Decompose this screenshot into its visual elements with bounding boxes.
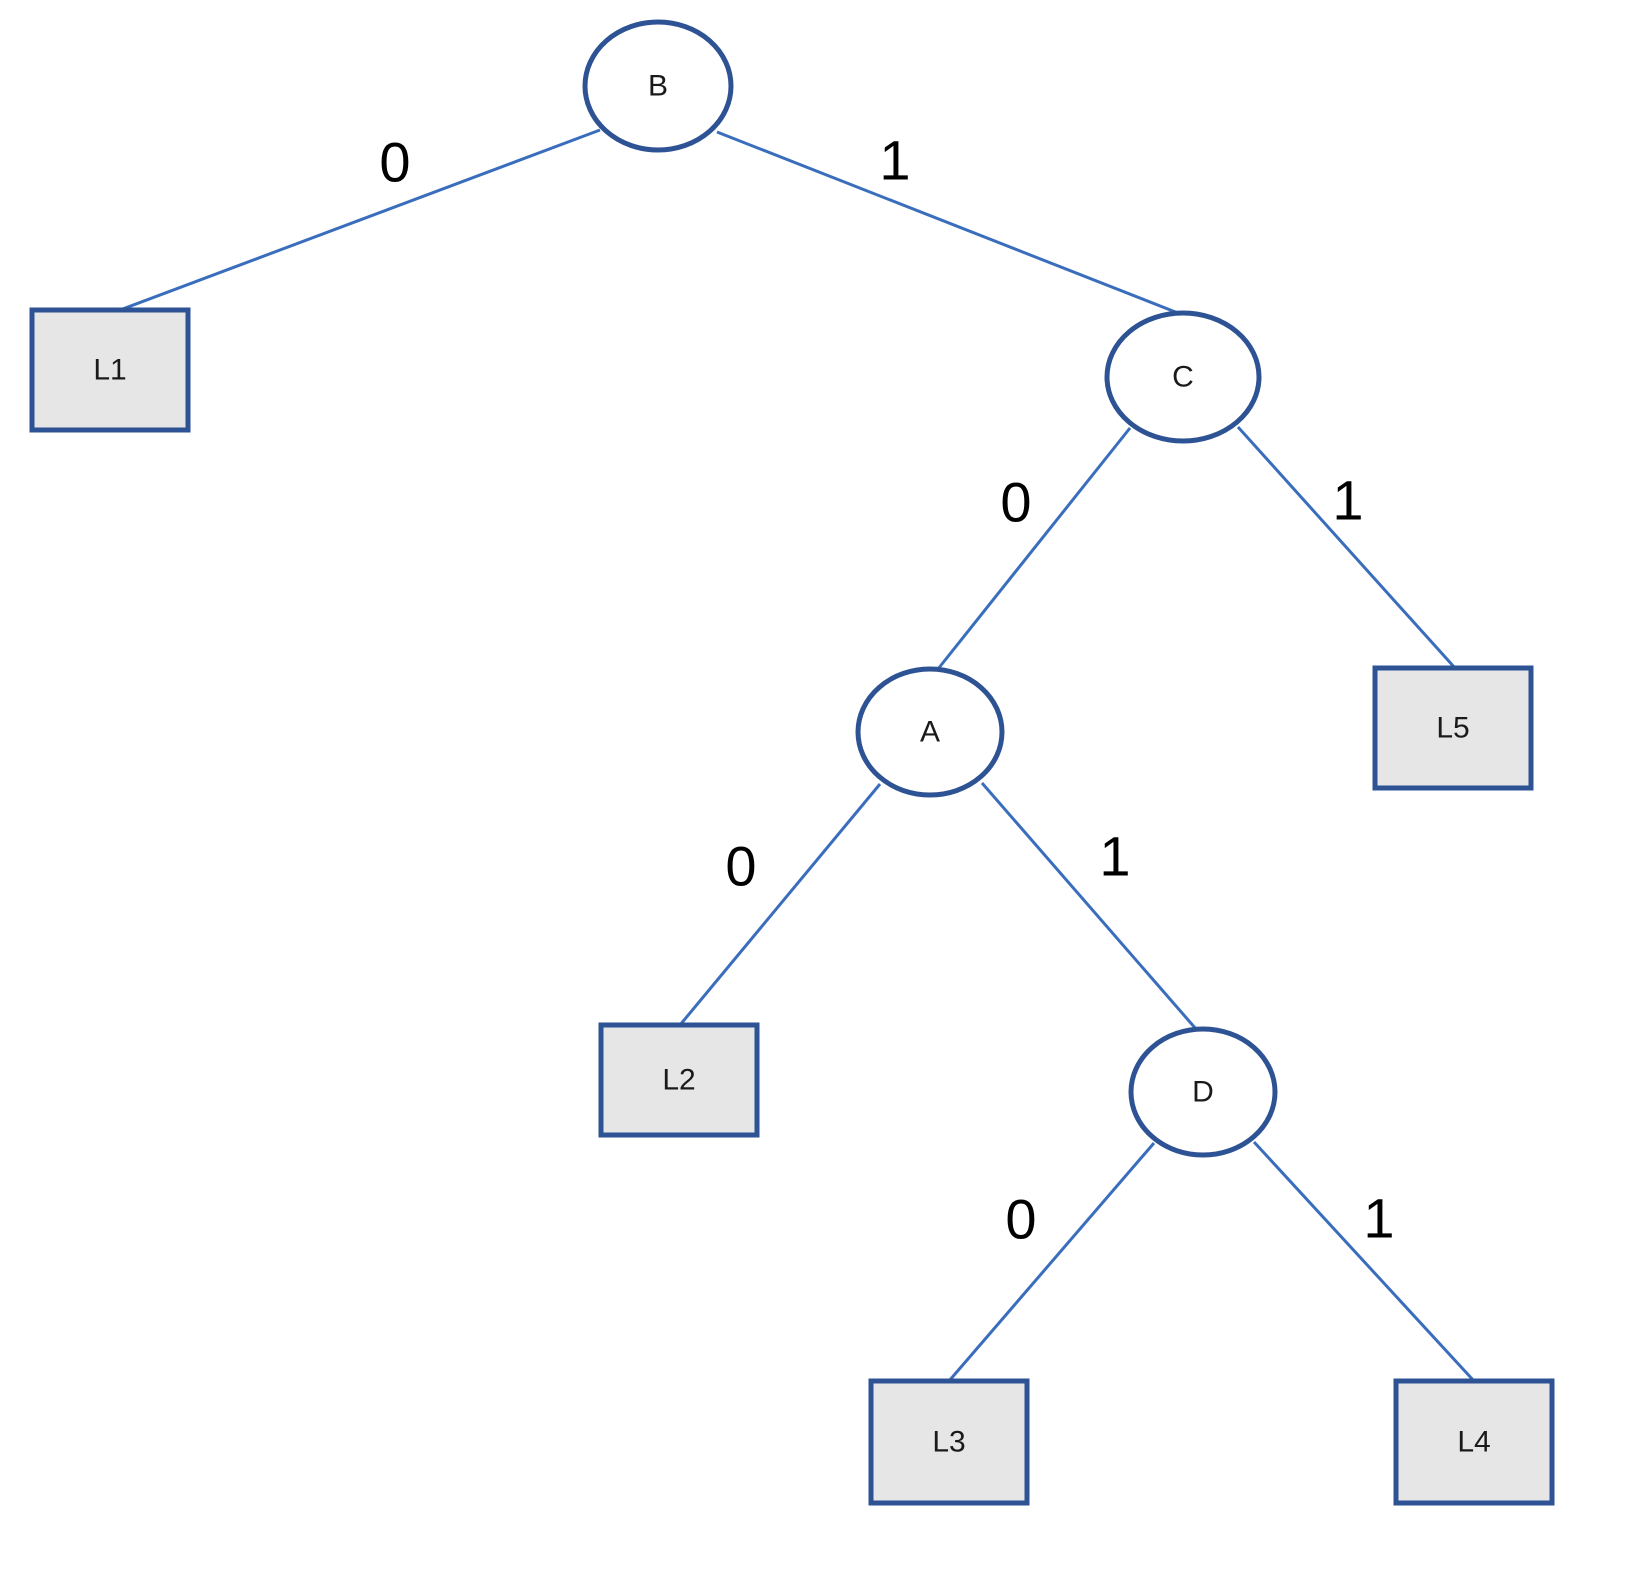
decision-node-c[interactable]: C: [1104, 310, 1262, 444]
edge-b-to-l1: [119, 128, 601, 312]
edge-b-to-c: [716, 130, 1179, 315]
edges-layer: [119, 128, 1476, 1383]
leaf-node-label: L4: [1457, 1426, 1490, 1459]
edge-label-a-1: 1: [1099, 825, 1130, 888]
edge-label-b-1: 1: [879, 129, 910, 192]
leaf-node-l5[interactable]: L5: [1372, 665, 1534, 791]
decision-node-a[interactable]: A: [855, 666, 1005, 798]
edge-c-to-l5: [1236, 425, 1457, 670]
decision-node-label: B: [648, 70, 668, 103]
leaf-node-shape: [29, 307, 191, 433]
decision-node-label: D: [1192, 1076, 1214, 1109]
leaf-node-shape: [1372, 665, 1534, 791]
decision-node-shape: [855, 666, 1005, 798]
edge-d-to-l3: [947, 1142, 1156, 1382]
leaf-node-shape: [598, 1022, 760, 1138]
edge-label-c-0: 0: [1000, 471, 1031, 534]
leaf-node-label: L5: [1436, 712, 1469, 745]
leaf-node-label: L3: [932, 1426, 965, 1459]
decision-node-shape: [1128, 1026, 1278, 1158]
decision-node-d[interactable]: D: [1128, 1026, 1278, 1158]
leaf-node-shape: [1393, 1378, 1555, 1506]
leaf-node-l3[interactable]: L3: [868, 1378, 1030, 1506]
decision-node-shape: [1104, 310, 1262, 444]
leaf-node-label: L1: [93, 354, 126, 387]
decision-nodes-layer: B C A D: [582, 19, 1278, 1158]
leaf-node-shape: [868, 1378, 1030, 1506]
leaf-node-label: L2: [662, 1064, 695, 1097]
edge-label-b-0: 0: [379, 131, 410, 194]
edge-label-c-1: 1: [1332, 469, 1363, 532]
leaf-node-l1[interactable]: L1: [29, 307, 191, 433]
edge-label-d-0: 0: [1005, 1188, 1036, 1251]
decision-node-label: C: [1172, 361, 1194, 394]
leaf-node-l4[interactable]: L4: [1393, 1378, 1555, 1506]
leaf-node-l2[interactable]: L2: [598, 1022, 760, 1138]
decision-node-b[interactable]: B: [582, 19, 734, 153]
edge-c-to-a: [936, 427, 1132, 670]
decision-node-shape: [582, 19, 734, 153]
edge-a-to-l2: [678, 783, 882, 1026]
edge-label-d-1: 1: [1363, 1187, 1394, 1250]
edge-label-a-0: 0: [725, 835, 756, 898]
edge-a-to-d: [980, 782, 1198, 1030]
decision-node-label: A: [920, 716, 940, 749]
edge-labels-layer: 0 1 0 1 0 1 0 1: [379, 129, 1394, 1251]
edge-d-to-l4: [1252, 1140, 1476, 1383]
